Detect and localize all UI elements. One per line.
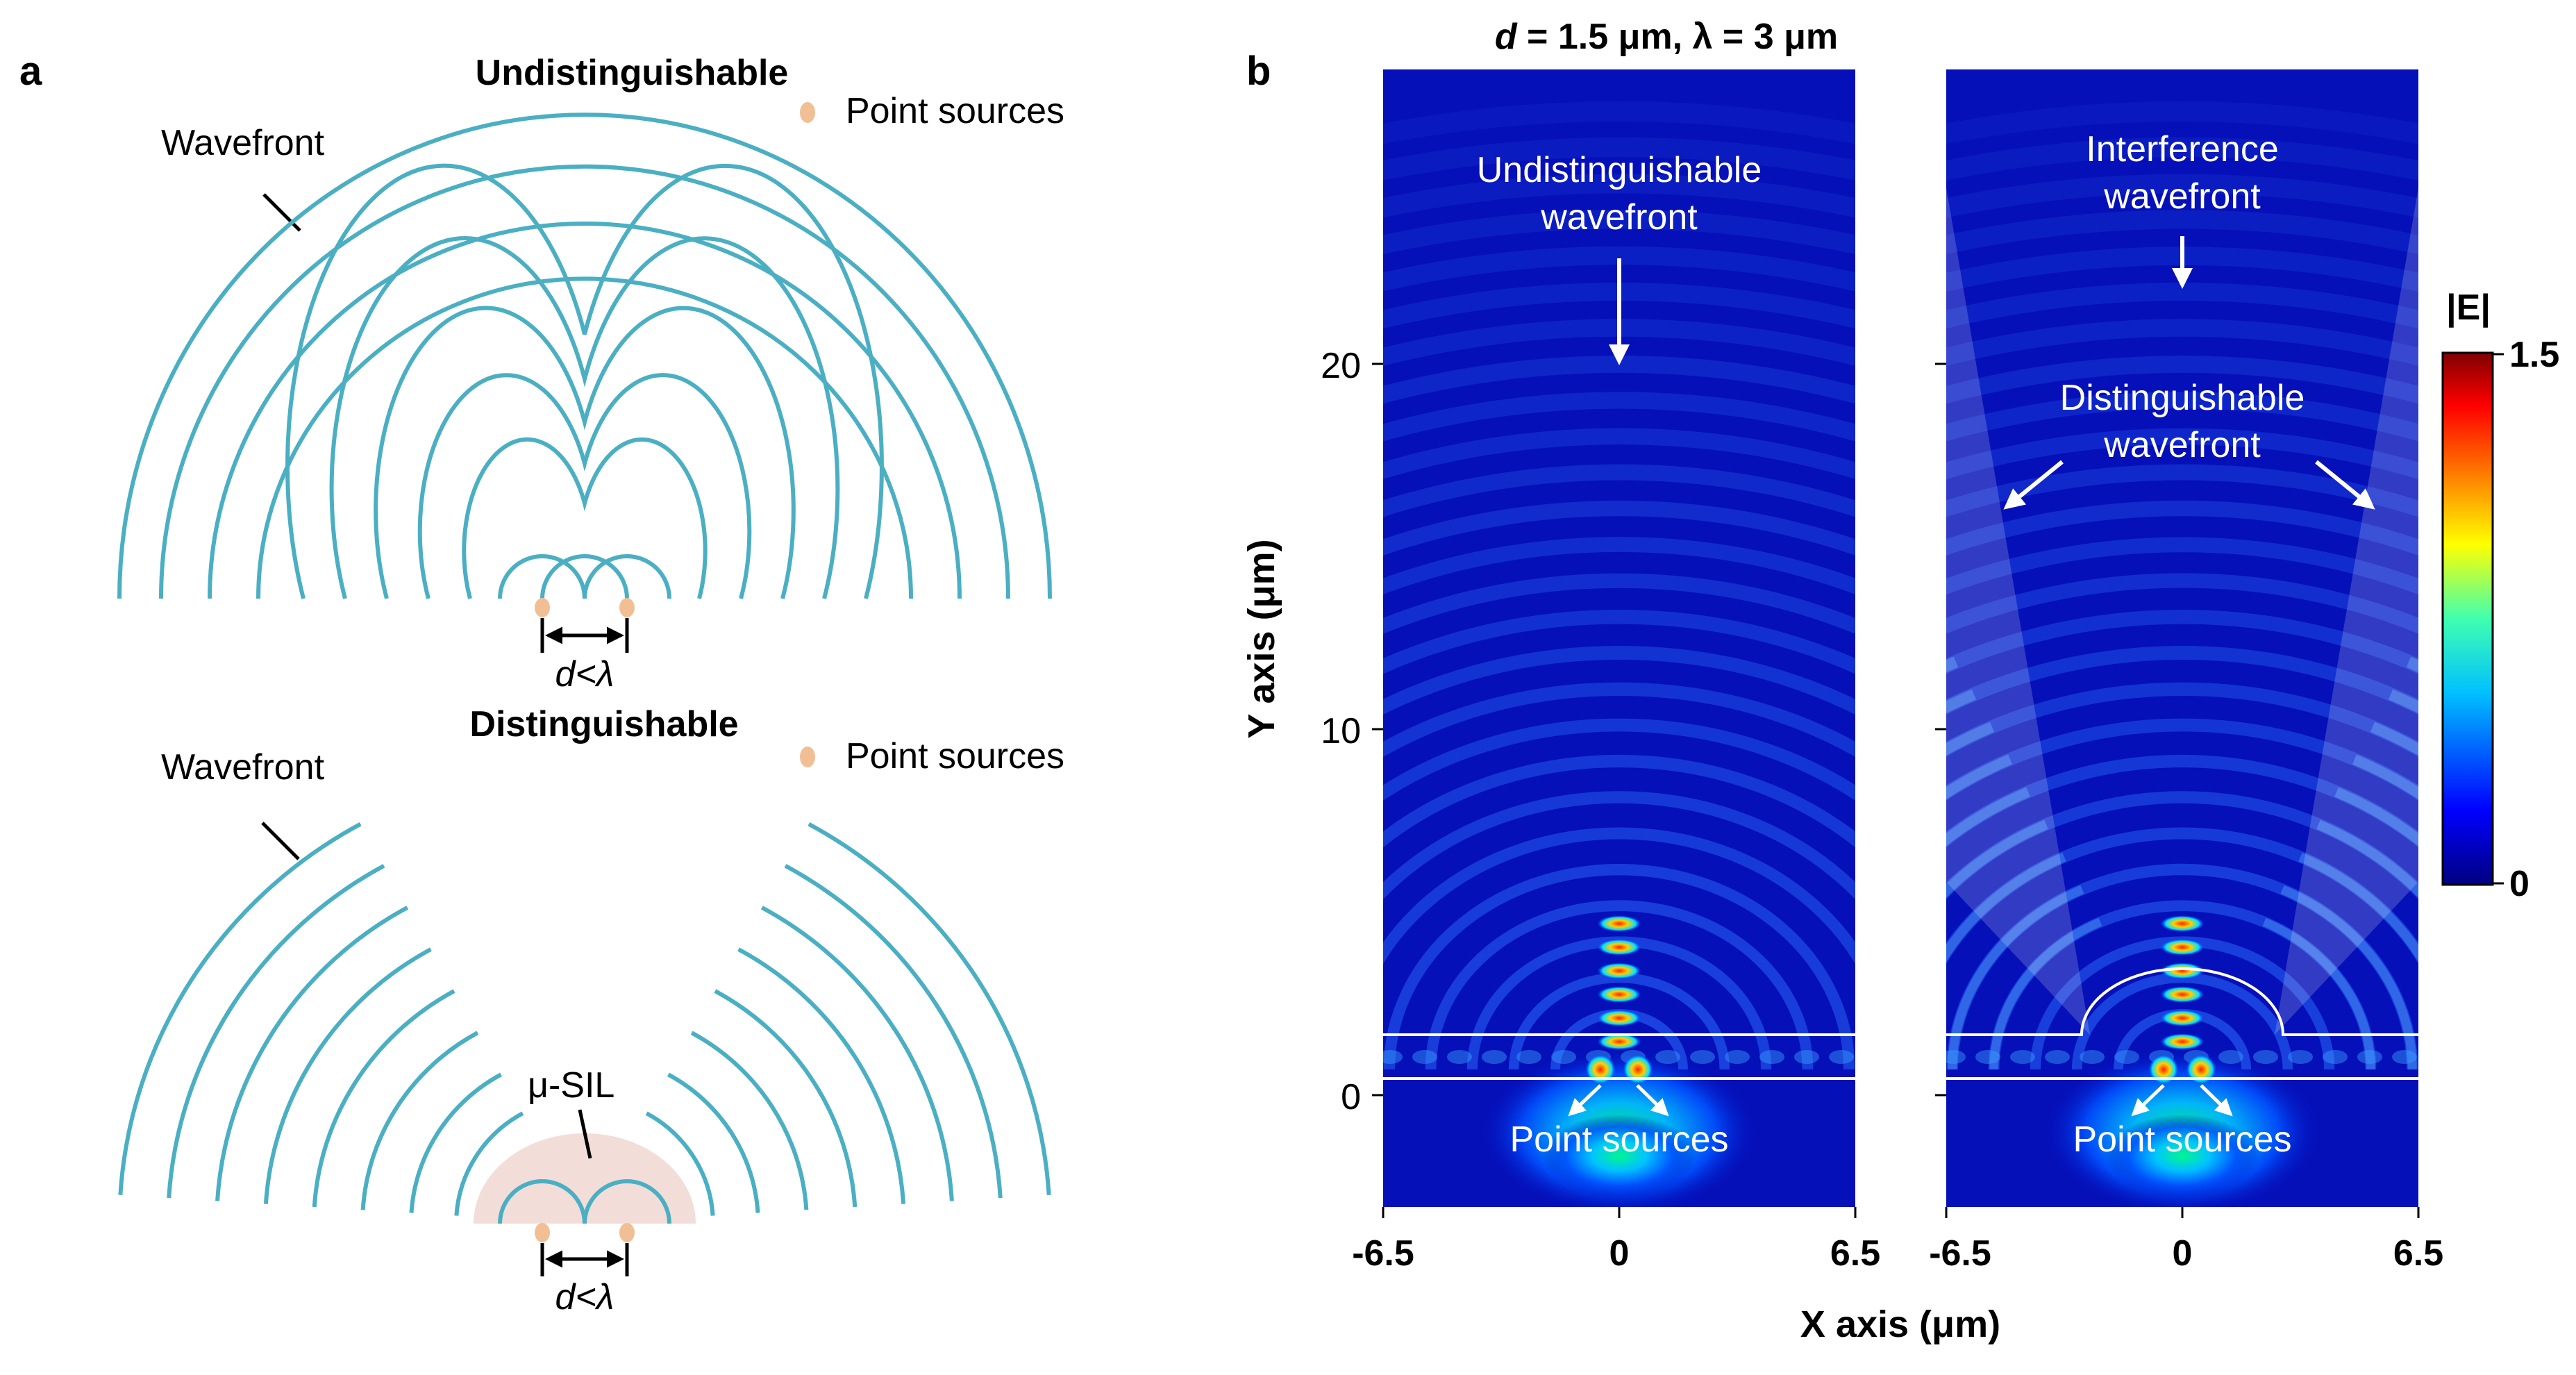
undistinguishable-title: Undistinguishable	[476, 53, 789, 93]
point-sources-legend-top: Point sources	[846, 91, 1064, 131]
wavefront-arc	[374, 306, 796, 599]
distinguishable-schematic: Distinguishable Wavefront Point sources …	[118, 704, 1064, 1317]
y-axis-label: Y axis (μm)	[1241, 539, 1282, 738]
point-source-right-bottom	[619, 1223, 635, 1242]
wavefront-arc	[690, 1031, 809, 1210]
colorbar-title: |E|	[2446, 288, 2491, 328]
distinguishable-title: Distinguishable	[469, 704, 738, 744]
wavefront-arc	[285, 163, 884, 599]
distinguishable-cone-right	[2275, 188, 2418, 1035]
interference-annotation-line1: Interference	[2086, 129, 2279, 169]
field-map-distinguishable: Interference wavefront Distinguishable w…	[1946, 69, 2418, 1207]
wavefront-arc	[737, 947, 906, 1204]
point-sources-label-right: Point sources	[2073, 1119, 2291, 1160]
micro-sil-label: μ-SIL	[528, 1065, 614, 1106]
y-tick-10: 10	[1321, 711, 1361, 751]
wavefront-arc	[417, 373, 752, 599]
wavefront-arc	[409, 1072, 502, 1213]
wavefront-arc	[360, 1031, 479, 1210]
wavefront-pointer-bottom	[261, 822, 300, 860]
wavefront-arc	[714, 989, 858, 1208]
wavefront-arc	[667, 1072, 760, 1213]
source-arc	[583, 554, 671, 599]
x-tick-right-zero: 0	[2173, 1233, 2193, 1274]
y-tick-0: 0	[1341, 1077, 1361, 1117]
interference-annotation-line2: wavefront	[2103, 176, 2261, 217]
wavefront-arc	[454, 1111, 524, 1216]
panel-a-label: a	[19, 49, 42, 94]
point-source-right-top	[619, 598, 635, 617]
source-arc	[498, 554, 587, 599]
y-tick-20: 20	[1321, 346, 1361, 386]
wavefront-arc	[760, 906, 954, 1201]
undistinguishable-annotation-line1: Undistinguishable	[1477, 150, 1762, 190]
distinguishable-wavefronts	[118, 822, 1051, 1224]
undistinguishable-annotation-line2: wavefront	[1540, 197, 1698, 238]
wavefront-arc	[784, 864, 1003, 1199]
point-source-legend-marker-bottom	[800, 747, 815, 767]
axes: 20 10 0 Y axis (μm) -6.5 0 6.5 -6.5 0 6.…	[1241, 346, 2443, 1345]
distinguishable-annotation-line1: Distinguishable	[2060, 378, 2305, 418]
colorbar-gradient	[2441, 351, 2494, 886]
distinguishable-arrow-left	[2003, 460, 2064, 510]
panel-b-label: b	[1246, 49, 1271, 94]
x-tick-right-max: 6.5	[2393, 1233, 2443, 1274]
point-source-legend-marker-top	[800, 102, 815, 123]
distinguishable-annotation-line2: wavefront	[2103, 425, 2261, 465]
x-tick-left-min: -6.5	[1352, 1233, 1414, 1274]
wavefront-arc	[208, 222, 962, 599]
wavefront-arc	[312, 989, 455, 1208]
undistinguishable-wavefronts	[117, 112, 1052, 599]
wavefront-label-bottom: Wavefront	[161, 747, 325, 788]
wavefront-arc	[263, 947, 432, 1204]
wavefront-arc	[159, 164, 1010, 599]
point-sources-legend-bottom: Point sources	[846, 736, 1064, 776]
x-axis-label: X axis (μm)	[1800, 1303, 2000, 1345]
field-map-undistinguishable: Undistinguishable wavefront Point source…	[1383, 69, 1855, 1207]
source-arc	[540, 554, 629, 599]
wavefront-arc	[117, 112, 1052, 599]
distinguishable-cone-left	[1946, 188, 2090, 1035]
wavefront-pointer-top	[262, 193, 301, 232]
x-tick-left-zero: 0	[1609, 1233, 1630, 1274]
colorbar-min-label: 0	[2509, 864, 2529, 904]
micro-sil-lens	[474, 1133, 696, 1224]
point-source-left-bottom	[535, 1223, 550, 1242]
wavefront-arc	[808, 822, 1051, 1195]
wavefront-arc	[462, 437, 708, 599]
micro-sil-outline	[1946, 967, 2418, 1036]
wavefront-arc	[256, 276, 913, 599]
micro-sil-pointer	[578, 1109, 592, 1159]
colorbar: |E| 1.5 0	[2441, 288, 2559, 904]
undistinguishable-schematic: Undistinguishable Wavefront Point source…	[117, 53, 1064, 694]
source-arc	[498, 1179, 671, 1224]
wavefront-arc	[118, 822, 362, 1195]
wavefront-arc	[645, 1111, 715, 1216]
separation-label-top: d<λ	[555, 654, 614, 694]
wavefront-label-top: Wavefront	[161, 123, 325, 163]
colorbar-max-label: 1.5	[2509, 335, 2559, 375]
x-tick-right-min: -6.5	[1929, 1233, 1991, 1274]
point-sources-label-left: Point sources	[1509, 1119, 1728, 1160]
x-tick-left-max: 6.5	[1830, 1233, 1880, 1274]
separation-label-bottom: d<λ	[555, 1277, 614, 1317]
point-source-left-top	[535, 598, 550, 617]
wavefront-arc	[167, 864, 385, 1199]
distinguishable-arrow-right	[2315, 460, 2375, 510]
panel-b-title: d = 1.5 μm, λ = 3 μm	[1495, 17, 1838, 57]
wavefront-arc	[329, 236, 840, 599]
wavefront-arc	[215, 906, 409, 1201]
